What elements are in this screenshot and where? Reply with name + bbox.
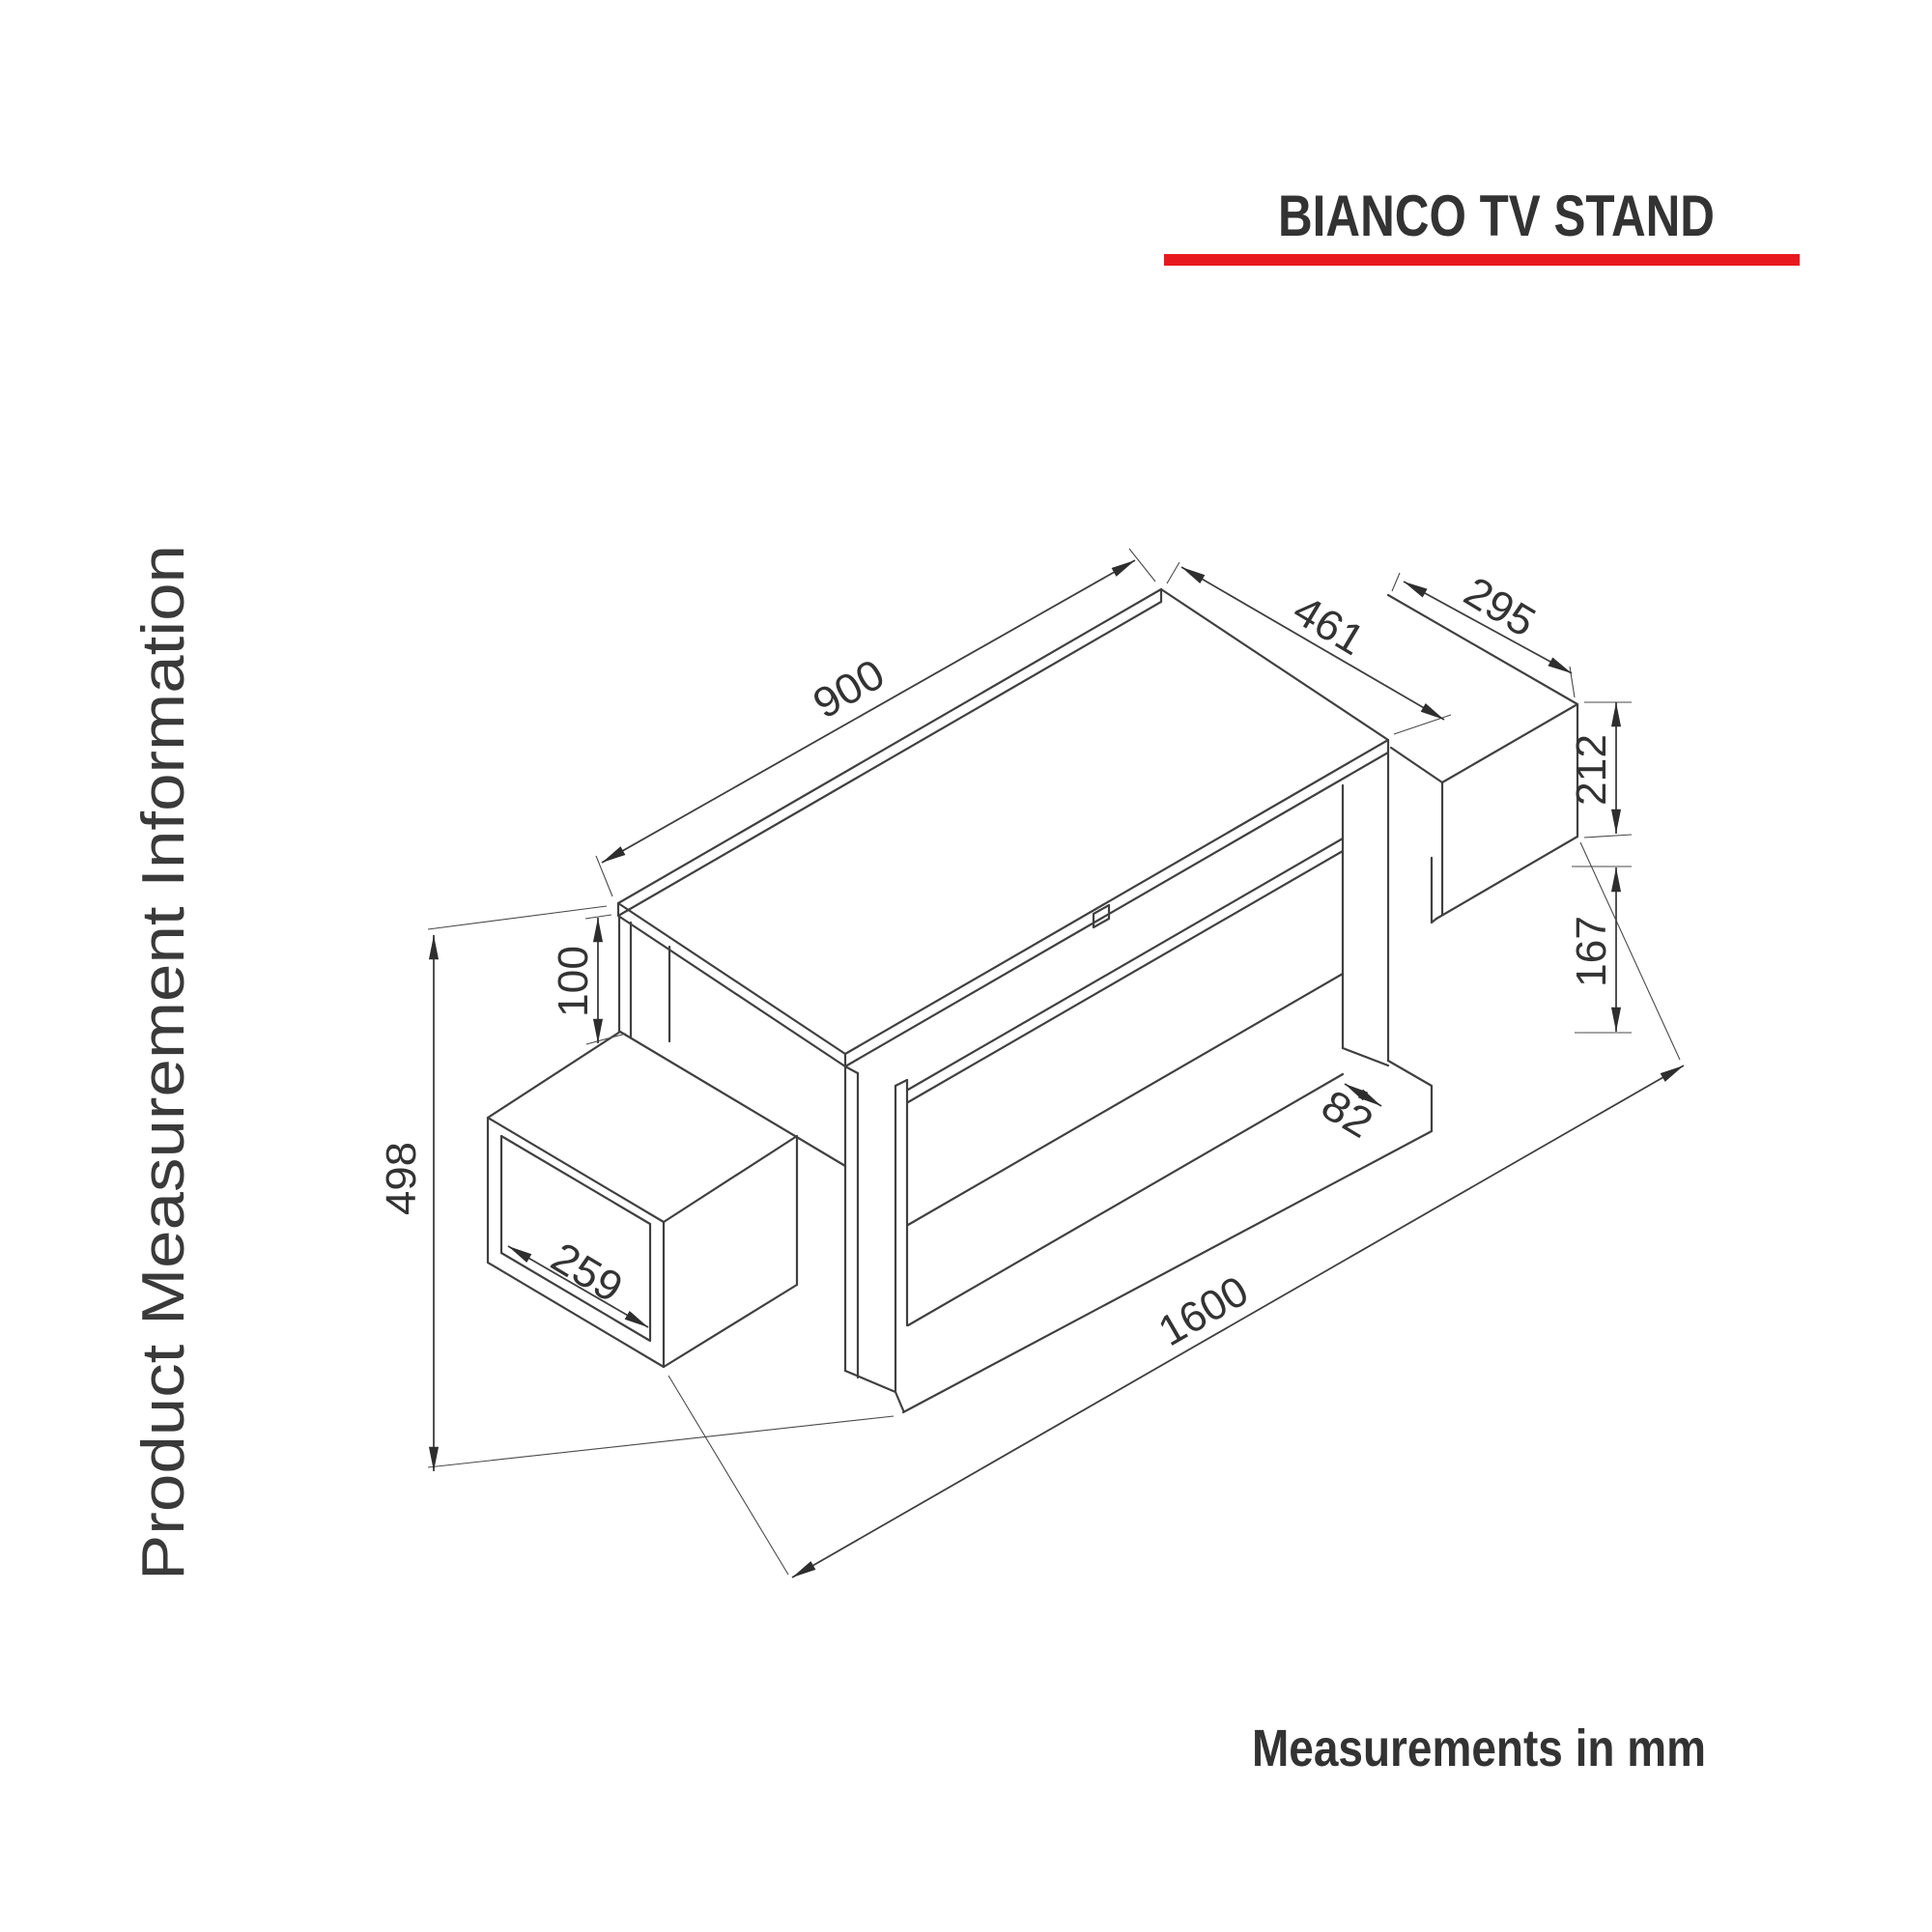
dimension-lines: [428, 559, 1685, 1578]
dim-label-right-box-floor-gap: 167: [1568, 916, 1615, 987]
dim-line-900: [601, 559, 1136, 864]
dim-label-main-top-depth: 461: [1285, 586, 1372, 665]
dim-line-259: [507, 1245, 649, 1328]
dim-label-left-box-top-offset: 100: [550, 946, 597, 1017]
extension-lines: [427, 548, 1681, 1576]
right-upright: [1341, 751, 1438, 1063]
lower-stretcher: [906, 972, 1345, 1227]
dim-label-base-shelf-inset: 82: [1314, 1081, 1381, 1148]
dim-line-461: [1180, 566, 1445, 721]
side-label: Product Measurement Information: [130, 545, 197, 1580]
left-upright: [843, 1065, 909, 1412]
middle-shelf: [906, 837, 1345, 1104]
dim-label-total-height: 498: [378, 1142, 425, 1215]
page-title: BIANCO TV STAND: [1278, 184, 1715, 248]
dim-line-295: [1403, 581, 1573, 674]
dim-label-right-box-height: 212: [1568, 734, 1615, 806]
main-body-left-rear-edges: [617, 914, 671, 1043]
dim-label-main-top-length: 900: [806, 650, 893, 727]
dim-label-right-box-length: 295: [1456, 568, 1543, 646]
title-underline: [1164, 254, 1800, 266]
dim-label-left-box-opening-width: 259: [543, 1234, 630, 1312]
footer-note: Measurements in mm: [1252, 1719, 1706, 1777]
main-body-top: [616, 587, 1390, 1068]
dim-line-1600: [791, 1065, 1685, 1578]
dimension-labels: 900 461 295 212 167 100 498 259 82 1600: [378, 568, 1615, 1355]
right-drawer-box: [1386, 593, 1579, 921]
left-shelf-box: [486, 1030, 847, 1369]
